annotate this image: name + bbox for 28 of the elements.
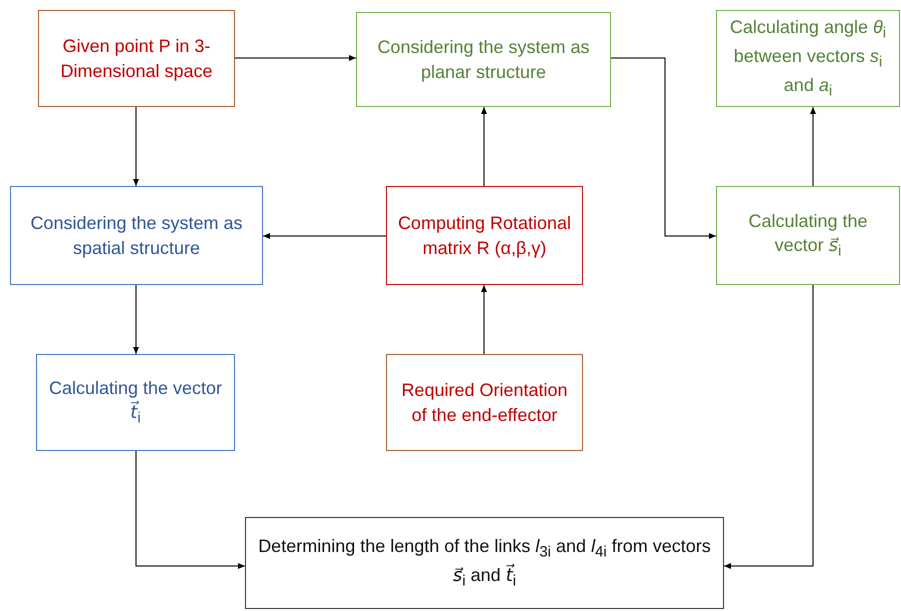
box-text: Considering the system as spatial structure xyxy=(29,212,244,260)
arrow xyxy=(724,284,814,569)
process-box xyxy=(716,10,900,107)
box-text: Computing Rotational matrix R (α,β,γ) xyxy=(396,212,572,260)
arrow xyxy=(610,58,716,239)
arrow xyxy=(481,284,487,354)
process-box xyxy=(356,12,611,107)
process-box xyxy=(38,10,235,107)
process-box xyxy=(10,186,263,285)
arrow xyxy=(136,450,246,569)
arrow xyxy=(133,284,139,354)
arrow xyxy=(234,55,356,61)
process-box xyxy=(716,186,900,285)
box-text: Calculating angle θ$_{i}$ between vectors s$_{i}$ and a$_{i}$ xyxy=(728,16,888,102)
arrow xyxy=(133,106,139,186)
process-box xyxy=(386,186,583,285)
process-box xyxy=(36,354,235,451)
box-text: Calculating the vector t⃗$_{i}$ xyxy=(48,376,224,429)
box-text: Calculating the vector s⃗$_{i}$ xyxy=(747,210,869,262)
box-text: Considering the system as planar structure xyxy=(376,36,591,84)
arrow xyxy=(481,106,487,186)
arrow xyxy=(262,233,386,239)
process-box xyxy=(245,517,724,609)
box-text: Given point P in 3-Dimensional space xyxy=(59,35,214,83)
box-text: Determining the length of the links l$_{3i}$ and l$_{4i}$ from vectors s⃗$_{i}$ and t⃗$_{i}$ xyxy=(257,535,712,592)
box-text: Required Orientation of the end-effector xyxy=(400,379,569,426)
process-box xyxy=(386,354,583,451)
arrow xyxy=(810,106,816,186)
